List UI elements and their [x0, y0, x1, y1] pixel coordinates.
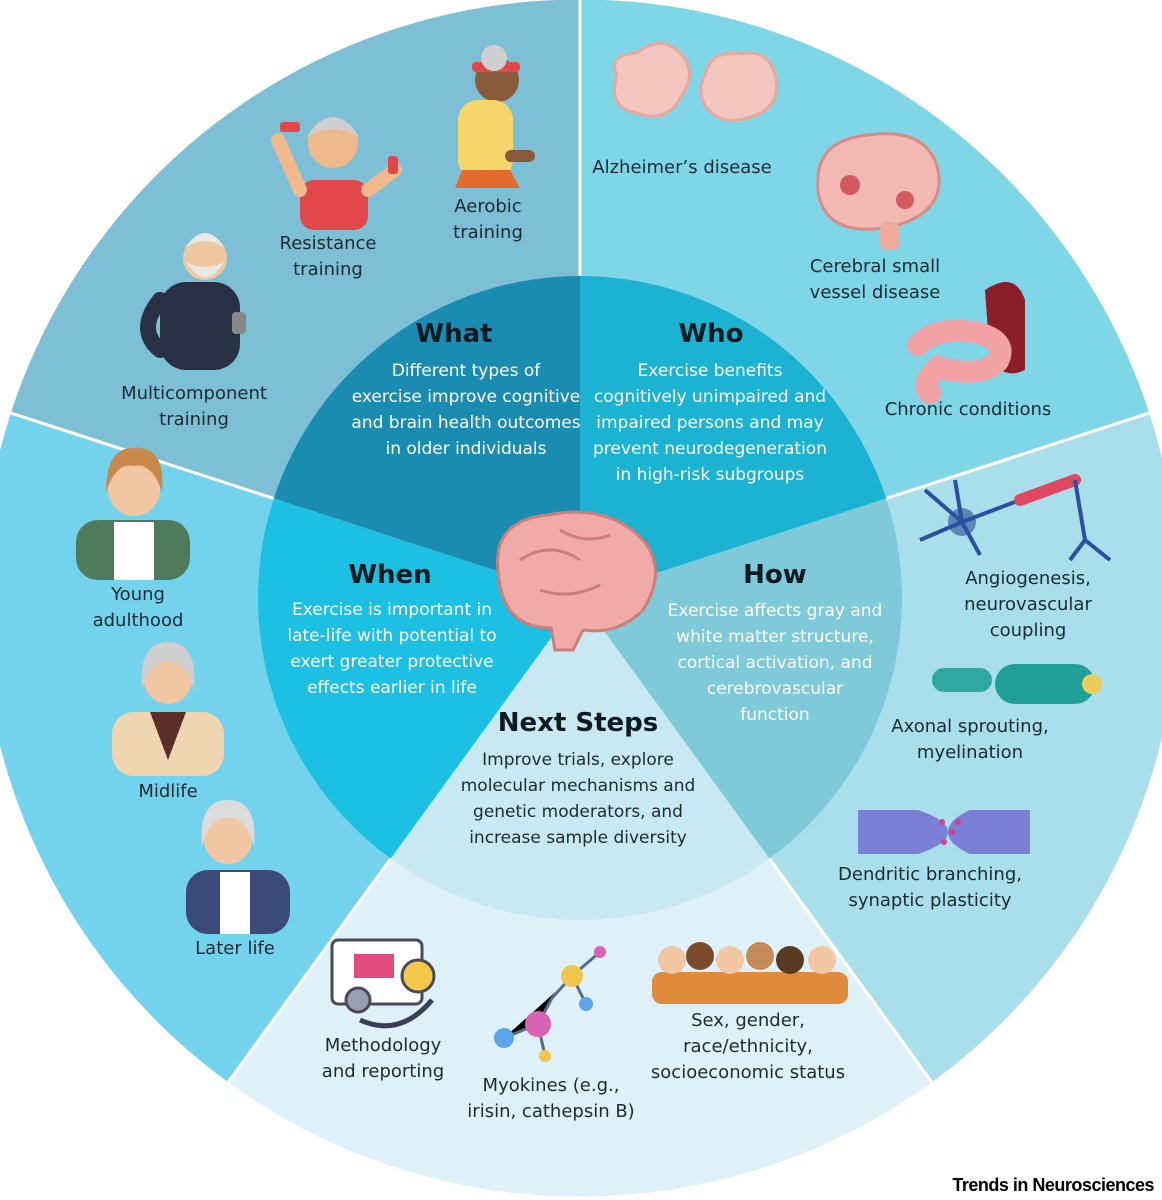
- label-multicomponent-training: Multicomponent training: [121, 383, 267, 430]
- label-angiogenesis: Angiogenesis, neurovascular coupling: [964, 568, 1092, 641]
- label-axonal-sprouting: Axonal sprouting, myelination: [891, 716, 1049, 763]
- section-text-next-steps: Improve trials, explore molecular mechan…: [460, 750, 696, 848]
- label-chronic-conditions: Chronic conditions: [884, 399, 1052, 420]
- midlife-woman-icon: [112, 642, 224, 776]
- synapse-icon: [858, 810, 1030, 854]
- section-title-who: Who: [678, 319, 744, 349]
- label-myokines: Myokines (e.g., irisin, cathepsin B): [467, 1075, 635, 1122]
- label-later-life: Later life: [195, 938, 275, 959]
- label-diversity: Sex, gender, race/ethnicity, socioeconom…: [650, 1010, 846, 1083]
- inner-sector-how: [580, 498, 902, 859]
- molecule-icon: [494, 946, 606, 1062]
- axon-myelin-icon: [932, 664, 1102, 704]
- section-text-when: Exercise is important in late-life with …: [287, 600, 497, 698]
- icon-layer: [76, 42, 1112, 1062]
- label-young-adulthood: Young adulthood: [92, 584, 184, 631]
- multicomponent-man-icon: [140, 233, 246, 370]
- section-title-next-steps: Next Steps: [497, 708, 659, 738]
- section-title-what: What: [415, 319, 493, 349]
- section-text-what: Different types of exercise improve cogn…: [351, 361, 581, 459]
- label-alzheimers-disease: Alzheimer’s disease: [592, 157, 772, 178]
- methodology-icon: [330, 938, 436, 1029]
- inner-sector-what: [273, 276, 580, 598]
- aerobic-runner-icon: [455, 45, 535, 188]
- section-text-how: Exercise affects gray and white matter s…: [667, 601, 883, 725]
- small-vessel-brain-icon: [816, 132, 941, 250]
- label-dendritic-branching: Dendritic branching, synaptic plasticity: [838, 864, 1022, 911]
- label-midlife: Midlife: [138, 781, 198, 802]
- neuron-icon: [919, 474, 1112, 562]
- resistance-dumbbell-icon: [271, 117, 402, 230]
- journal-brand: Trends in Neurosciences: [952, 1175, 1154, 1195]
- later-life-woman-icon: [186, 800, 290, 934]
- inner-sector-next: [390, 598, 770, 921]
- inner-sector-who: [580, 276, 887, 598]
- label-small-vessel-disease: Cerebral small vessel disease: [809, 256, 941, 303]
- label-methodology: Methodology and reporting: [321, 1035, 445, 1082]
- chronic-organ-icon: [907, 282, 1025, 404]
- young-woman-icon: [76, 447, 190, 580]
- center-brain-icon: [496, 510, 657, 652]
- section-title-how: How: [743, 560, 807, 590]
- alzheimers-brain-icon: [613, 42, 779, 122]
- label-resistance-training: Resistance training: [279, 233, 377, 280]
- label-aerobic-training: Aerobic training: [453, 196, 523, 243]
- section-title-when: When: [348, 560, 432, 590]
- section-text-who: Exercise benefits cognitively unimpaired…: [593, 361, 827, 485]
- diverse-people-icon: [652, 942, 848, 1004]
